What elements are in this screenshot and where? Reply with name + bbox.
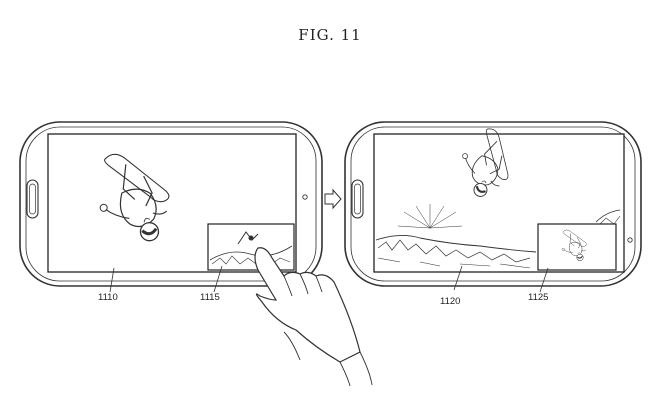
inset-image-1125 [537, 223, 617, 271]
main-scene-landscape [375, 204, 621, 269]
ref-label-1120: 1120 [440, 296, 460, 307]
phone-right: 1120 1125 [344, 121, 642, 307]
inset-image-1115 [207, 223, 295, 271]
ref-label-1115: 1115 [200, 292, 220, 303]
transition-arrow [324, 188, 342, 210]
finger-hand [254, 247, 361, 363]
phone-body [19, 121, 323, 287]
phone-body [344, 121, 642, 287]
ref-label-1110: 1110 [98, 292, 118, 303]
home-button [26, 179, 39, 219]
camera [627, 237, 633, 243]
phone-inner-bezel [350, 126, 636, 282]
phone-inner-bezel [25, 126, 317, 282]
home-button-inner [354, 183, 361, 215]
figure-title: FIG. 11 [298, 26, 362, 44]
camera [302, 194, 308, 200]
home-button [351, 179, 364, 219]
phone-left: 1110 1115 [19, 121, 373, 387]
home-button-inner [29, 183, 36, 215]
ref-label-1125: 1125 [528, 292, 548, 303]
